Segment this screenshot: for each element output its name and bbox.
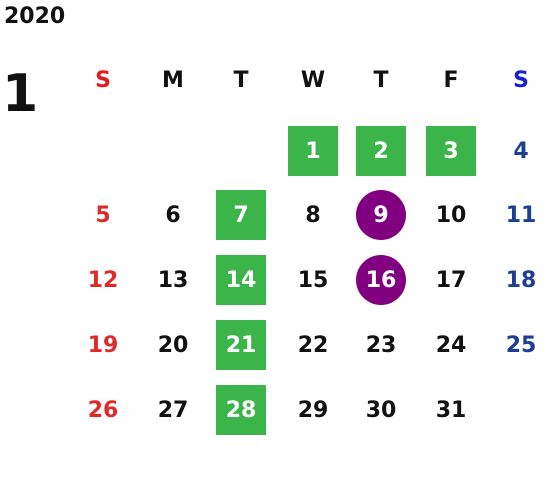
day-cell[interactable]: 8 bbox=[305, 202, 321, 228]
day-cell[interactable]: 22 bbox=[297, 332, 329, 358]
day-cell[interactable]: 23 bbox=[365, 332, 397, 358]
day-cell[interactable]: 28 bbox=[216, 385, 266, 435]
day-cell[interactable]: 20 bbox=[157, 332, 189, 358]
weekday-header: F bbox=[443, 67, 459, 93]
day-cell[interactable]: 16 bbox=[356, 255, 406, 305]
day-cell[interactable]: 12 bbox=[87, 267, 119, 293]
day-cell[interactable]: 9 bbox=[356, 190, 406, 240]
weekday-header: S bbox=[95, 67, 111, 93]
day-cell[interactable]: 1 bbox=[288, 126, 338, 176]
day-cell[interactable]: 10 bbox=[435, 202, 467, 228]
day-cell[interactable]: 13 bbox=[157, 267, 189, 293]
weekday-header: M bbox=[162, 67, 184, 93]
day-cell[interactable]: 17 bbox=[435, 267, 467, 293]
weekday-header: T bbox=[373, 67, 389, 93]
day-cell[interactable]: 7 bbox=[216, 190, 266, 240]
day-cell[interactable]: 4 bbox=[513, 138, 529, 164]
day-cell[interactable]: 2 bbox=[356, 126, 406, 176]
month-number: 1 bbox=[2, 64, 39, 124]
day-cell[interactable]: 6 bbox=[165, 202, 181, 228]
day-cell[interactable]: 29 bbox=[297, 397, 329, 423]
day-cell[interactable]: 19 bbox=[87, 332, 119, 358]
day-cell[interactable]: 3 bbox=[426, 126, 476, 176]
day-cell[interactable]: 21 bbox=[216, 320, 266, 370]
weekday-header: W bbox=[300, 67, 326, 93]
weekday-header: T bbox=[233, 67, 249, 93]
day-cell[interactable]: 18 bbox=[505, 267, 537, 293]
day-cell[interactable]: 15 bbox=[297, 267, 329, 293]
weekday-header: S bbox=[513, 67, 529, 93]
day-cell[interactable]: 27 bbox=[157, 397, 189, 423]
day-cell[interactable]: 25 bbox=[505, 332, 537, 358]
day-cell[interactable]: 31 bbox=[435, 397, 467, 423]
day-cell[interactable]: 30 bbox=[365, 397, 397, 423]
day-cell[interactable]: 11 bbox=[505, 202, 537, 228]
day-cell[interactable]: 5 bbox=[95, 202, 111, 228]
year-label: 2020 bbox=[4, 4, 66, 29]
day-cell[interactable]: 14 bbox=[216, 255, 266, 305]
day-cell[interactable]: 26 bbox=[87, 397, 119, 423]
day-cell[interactable]: 24 bbox=[435, 332, 467, 358]
